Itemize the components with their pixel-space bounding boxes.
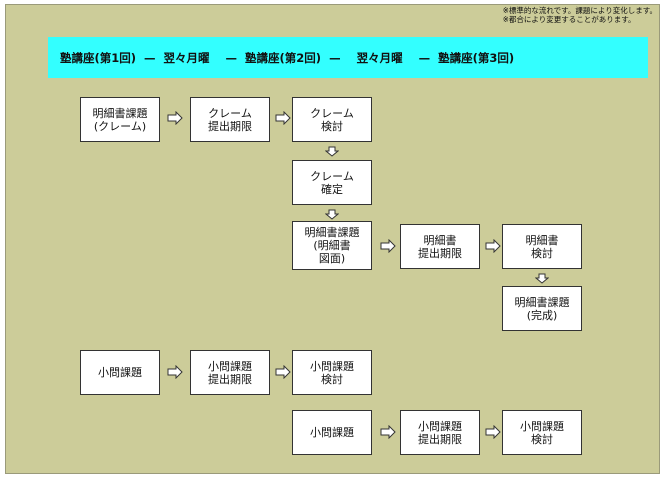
flow-box-spec-deadline: 明細書 提出期限: [400, 224, 480, 269]
down-arrow-icon: [325, 146, 339, 157]
flow-box-short-question-deadline: 小問課題 提出期限: [190, 350, 270, 395]
note-line-1: ※標準的な流れです。課題により変化します。: [502, 6, 657, 15]
right-arrow-icon: [275, 111, 291, 125]
flow-box-short-question-assignment: 小問課題: [80, 350, 160, 395]
right-arrow-icon: [380, 425, 396, 439]
notes: ※標準的な流れです。課題により変化します。 ※都合により変更することがあります。: [503, 6, 657, 24]
flow-box-claim-review: クレーム 検討: [292, 97, 372, 142]
schedule-banner: 塾講座(第1回) — 翌々月曜 — 塾講座(第2回) — 翌々月曜 — 塾講座(…: [48, 37, 648, 78]
flow-box-spec-claim-assignment: 明細書課題 (クレーム): [80, 97, 160, 142]
flow-box-spec-drawing-assignment: 明細書課題 (明細書 図面): [292, 221, 372, 270]
flow-box-short-question-review-2: 小問課題 検討: [502, 410, 582, 455]
flow-box-claim-finalized: クレーム 確定: [292, 160, 372, 205]
down-arrow-icon: [535, 273, 549, 284]
flow-box-short-question-assignment-2: 小問課題: [292, 410, 372, 455]
right-arrow-icon: [380, 239, 396, 253]
right-arrow-icon: [167, 111, 183, 125]
flow-box-spec-review: 明細書 検討: [502, 224, 582, 269]
note-line-2: ※都合により変更することがあります。: [502, 15, 636, 24]
right-arrow-icon: [485, 239, 501, 253]
right-arrow-icon: [167, 365, 183, 379]
flow-box-claim-deadline: クレーム 提出期限: [190, 97, 270, 142]
flow-box-spec-completed: 明細書課題 (完成): [502, 286, 582, 331]
right-arrow-icon: [275, 365, 291, 379]
flow-box-short-question-deadline-2: 小問課題 提出期限: [400, 410, 480, 455]
down-arrow-icon: [325, 209, 339, 220]
right-arrow-icon: [485, 425, 501, 439]
flow-box-short-question-review: 小問課題 検討: [292, 350, 372, 395]
